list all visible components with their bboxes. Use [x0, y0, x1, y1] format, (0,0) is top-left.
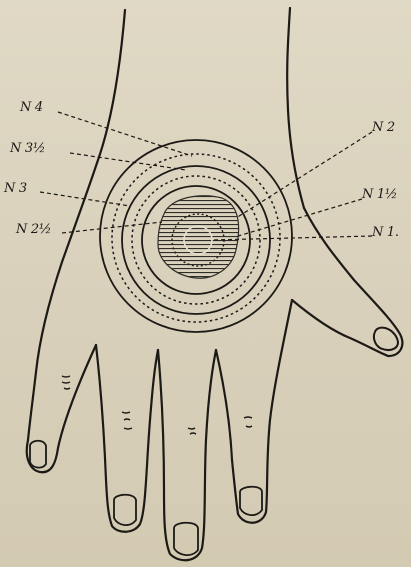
label-n3-half: N 3½ — [10, 141, 45, 156]
leader-n4 — [58, 112, 192, 156]
label-n3: N 3 — [4, 181, 27, 196]
index-finger-nail — [240, 487, 262, 515]
label-n2: N 2 — [372, 120, 395, 135]
index-finger — [216, 300, 292, 523]
little-finger-nail — [30, 441, 46, 468]
label-n2-half: N 2½ — [16, 222, 51, 237]
leader-n3 — [40, 192, 130, 206]
ring-finger — [96, 345, 158, 532]
label-n1-half: N 1½ — [362, 187, 397, 202]
ring-finger-nail — [114, 495, 136, 525]
hand-outline-right — [287, 8, 304, 208]
thumb-nail — [374, 328, 398, 350]
label-n4: N 4 — [20, 100, 43, 115]
label-n1: N 1. — [372, 225, 399, 240]
middle-finger — [158, 350, 216, 560]
lesion-core — [158, 196, 239, 278]
middle-finger-nail — [174, 523, 198, 555]
